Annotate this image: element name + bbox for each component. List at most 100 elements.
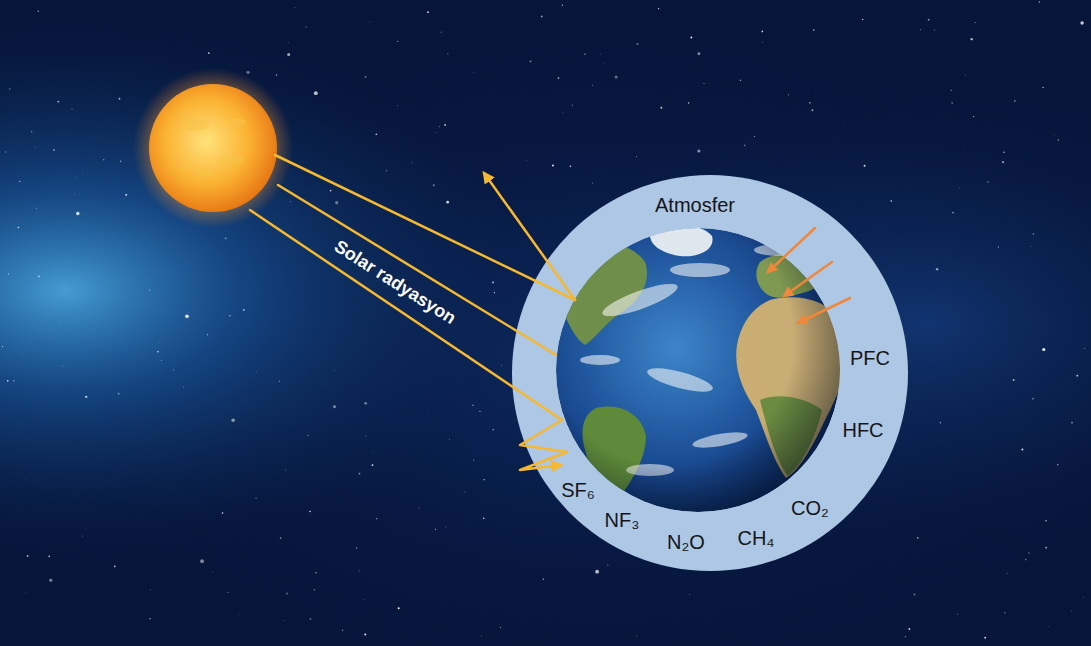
star <box>8 273 9 274</box>
star <box>1004 612 1005 613</box>
star <box>952 212 954 214</box>
star <box>9 88 11 90</box>
star <box>365 76 367 78</box>
star <box>1003 151 1004 152</box>
star <box>288 42 290 44</box>
star <box>811 109 813 111</box>
star <box>49 579 52 582</box>
star <box>501 364 503 366</box>
star <box>286 593 288 595</box>
star <box>48 555 50 557</box>
atmosphere-shape <box>512 175 908 571</box>
star <box>438 125 440 127</box>
star <box>359 473 361 475</box>
star <box>1014 100 1015 101</box>
star <box>493 429 494 430</box>
star <box>697 52 700 55</box>
star <box>119 98 121 100</box>
star <box>31 131 32 132</box>
star <box>222 512 224 514</box>
star <box>5 151 7 153</box>
star <box>1054 134 1056 136</box>
star <box>364 402 367 405</box>
star <box>975 22 976 23</box>
star <box>53 149 55 151</box>
sun-texture <box>181 118 246 176</box>
star <box>25 592 27 594</box>
star <box>314 91 318 95</box>
star <box>813 29 814 30</box>
star <box>398 607 400 609</box>
star <box>951 102 952 103</box>
star <box>7 380 9 382</box>
star <box>890 200 892 202</box>
star <box>61 365 63 367</box>
star <box>85 396 87 398</box>
earth-shade <box>556 228 840 512</box>
star <box>1033 233 1034 234</box>
star <box>1045 547 1047 549</box>
star <box>287 53 290 56</box>
star <box>473 459 474 460</box>
star <box>636 635 637 636</box>
star <box>294 6 296 8</box>
star <box>572 105 573 106</box>
star <box>369 21 371 23</box>
star <box>637 43 639 45</box>
star <box>584 54 585 55</box>
star <box>552 165 554 167</box>
star <box>207 334 208 335</box>
star <box>558 77 560 79</box>
gas-label: HFC <box>842 419 883 442</box>
star <box>592 84 594 86</box>
star <box>615 75 618 78</box>
star <box>761 31 763 33</box>
star <box>951 89 953 91</box>
star <box>909 611 911 613</box>
gas-label: PFC <box>850 347 890 370</box>
star <box>600 53 602 55</box>
star <box>740 80 741 81</box>
star <box>1042 87 1043 88</box>
star <box>920 29 922 31</box>
gas-label: SF₆ <box>561 479 595 502</box>
star <box>161 359 163 361</box>
star <box>703 83 704 84</box>
star <box>998 246 999 247</box>
star <box>928 19 930 21</box>
star <box>333 370 335 372</box>
star <box>1021 448 1023 450</box>
star <box>283 619 285 621</box>
star <box>27 555 29 557</box>
sun-spot <box>220 155 244 165</box>
ocean <box>556 228 840 512</box>
star <box>363 599 365 601</box>
star <box>1071 422 1072 423</box>
star <box>973 116 974 117</box>
star <box>479 411 480 412</box>
reflected-ray <box>484 173 575 300</box>
star <box>157 351 159 353</box>
star <box>909 628 911 630</box>
star <box>689 594 691 596</box>
solar-ray <box>250 210 562 420</box>
star <box>530 60 532 62</box>
star <box>376 518 377 519</box>
star <box>483 518 484 519</box>
star <box>433 184 435 186</box>
infrared-arrows <box>768 228 850 323</box>
star <box>658 8 659 9</box>
star <box>1057 139 1059 141</box>
star <box>157 342 159 344</box>
star <box>280 537 282 539</box>
trapped-ray <box>520 420 567 470</box>
star <box>971 38 973 40</box>
star <box>1084 347 1086 349</box>
star <box>335 201 338 204</box>
star <box>185 315 189 319</box>
star <box>1028 552 1029 553</box>
star <box>315 572 317 574</box>
star <box>936 268 939 271</box>
